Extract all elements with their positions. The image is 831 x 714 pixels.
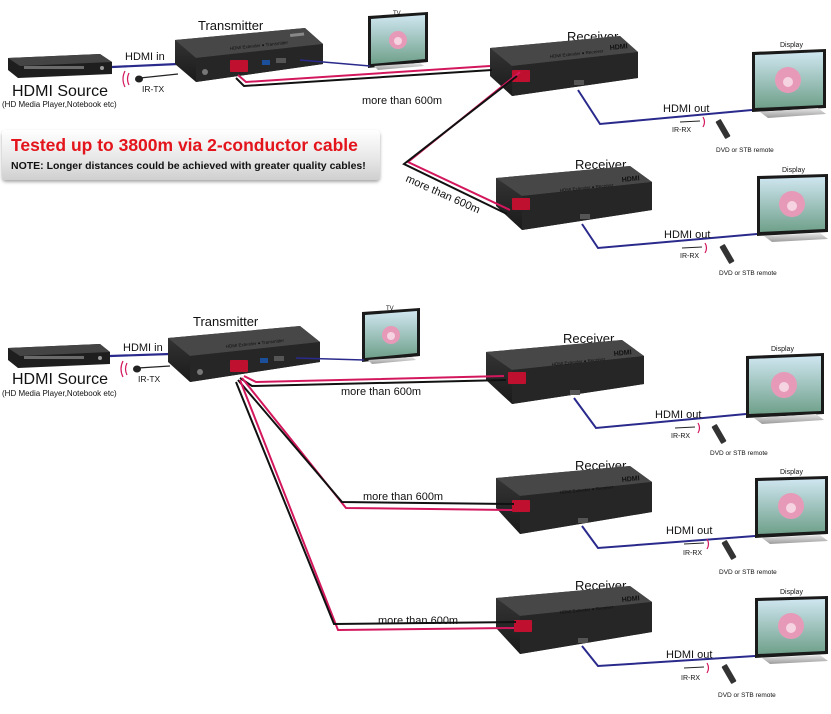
ir-rx-label-4: IR-RX [683, 550, 702, 557]
ir-rx-label-3: IR-RX [671, 433, 690, 440]
ir-rx-sensor-2 [681, 242, 735, 264]
display-2-label: Display [782, 167, 805, 174]
ir-tx-label-2: IR-TX [138, 374, 161, 384]
hdmi-out-cable-2 [581, 223, 758, 250]
hdmi-source-device-2 [8, 344, 110, 368]
hdmi-source-sublabel: (HD Media Player,Notebook etc) [2, 100, 117, 109]
distance-label-1: more than 600m [362, 95, 442, 107]
hdmi-out-cable-3 [573, 397, 747, 430]
hdmi-out-label-2: HDMI out [664, 229, 710, 241]
hdmi-out-label-3: HDMI out [655, 409, 701, 421]
receiver-4-panel-text: HDMI Extender ● Receiver [560, 484, 614, 495]
receiver-4-logo: HDMI [621, 475, 640, 484]
display-1 [752, 49, 826, 118]
ir-rx-sensor-1 [679, 116, 731, 139]
hdmi-out-cable-4 [581, 525, 756, 550]
twisted-pair-cables-top [235, 65, 521, 215]
receiver-4-device: HDMI HDMI Extender ● Receiver [496, 466, 652, 534]
ir-rx-label-2: IR-RX [680, 253, 699, 260]
display-3-label: Display [771, 346, 794, 353]
hdmi-out-cable-5 [581, 645, 756, 668]
transmitter-device: HDMI Extender ● Transmitter [175, 28, 323, 82]
ir-tx-label: IR-TX [142, 84, 165, 94]
diagram-top: HDMI Source (HD Media Player,Notebook et… [2, 11, 828, 277]
tv-label-2: TV [386, 306, 394, 312]
receiver-5-logo: HDMI [621, 595, 640, 604]
display-4-label: Display [780, 469, 803, 476]
receiver-1-device: HDMI HDMI Extender ● Receiver [490, 36, 638, 96]
display-4 [755, 476, 828, 544]
receiver-5-panel-text: HDMI Extender ● Receiver [560, 604, 614, 615]
hdmi-source-label-2: HDMI Source [12, 371, 108, 388]
remote-label-3: DVD or STB remote [710, 450, 768, 457]
banner-note: NOTE: Longer distances could be achieved… [11, 160, 366, 172]
ir-rx-label-1: IR-RX [672, 127, 691, 134]
ir-rx-label-5: IR-RX [681, 675, 700, 682]
ir-rx-sensor-4 [683, 538, 737, 560]
ir-tx-sensor-2 [120, 360, 171, 378]
distance-label-3: more than 600m [341, 386, 421, 398]
distance-label-5: more than 600m [378, 615, 458, 627]
hdmi-out-label-4: HDMI out [666, 525, 712, 537]
diagram-bottom: HDMI Source (HD Media Player,Notebook et… [2, 306, 828, 699]
hdmi-in-cable [111, 62, 179, 69]
display-5-label: Display [780, 589, 803, 596]
tv-display-2 [362, 308, 420, 364]
ir-rx-sensor-3 [674, 422, 727, 444]
hdmi-out-label-1: HDMI out [663, 103, 709, 115]
distance-label-4: more than 600m [363, 491, 443, 503]
remote-label-5: DVD or STB remote [718, 692, 776, 699]
receiver-2-panel-text: HDMI Extender ● Receiver [560, 182, 614, 193]
receiver-2-logo: HDMI [621, 175, 640, 184]
receiver-2-device: HDMI HDMI Extender ● Receiver [496, 166, 652, 230]
remote-label-1: DVD or STB remote [716, 147, 774, 154]
tv-display [368, 12, 428, 70]
tv-hdmi-cable [299, 59, 371, 67]
display-3 [746, 353, 824, 424]
transmitter-2-panel-text: HDMI Extender ● Transmitter [226, 338, 285, 349]
hdmi-in-cable-2 [109, 352, 171, 358]
receiver-1-logo: HDMI [609, 43, 628, 52]
ir-rx-sensor-5 [683, 662, 737, 684]
range-banner: Tested up to 3800m via 2-conductor cable… [2, 130, 380, 180]
transmitter-label: Transmitter [198, 18, 264, 33]
receiver-1-panel-text: HDMI Extender ● Receiver [550, 48, 604, 59]
hdmi-out-label-5: HDMI out [666, 649, 712, 661]
transmitter-device-2: HDMI Extender ● Transmitter [168, 326, 320, 382]
remote-label-4: DVD or STB remote [719, 569, 777, 576]
receiver-3-panel-text: HDMI Extender ● Receiver [552, 356, 606, 367]
transmitter-panel-text: HDMI Extender ● Transmitter [230, 40, 289, 51]
hdmi-in-label: HDMI in [125, 51, 165, 63]
hdmi-source-label: HDMI Source [12, 83, 108, 100]
hdmi-in-label-2: HDMI in [123, 342, 163, 354]
twisted-pair-cables-bottom [235, 375, 517, 632]
receiver-5-device: HDMI HDMI Extender ● Receiver [496, 586, 652, 654]
tv-label: TV [393, 11, 401, 17]
tv-hdmi-cable-2 [295, 357, 365, 361]
hdmi-source-device [8, 54, 112, 78]
transmitter-label-2: Transmitter [193, 314, 259, 329]
hdmi-out-cable-1 [577, 89, 753, 126]
banner-title: Tested up to 3800m via 2-conductor cable [11, 135, 358, 155]
display-5 [755, 596, 828, 664]
hdmi-source-sublabel-2: (HD Media Player,Notebook etc) [2, 389, 117, 398]
receiver-3-logo: HDMI [613, 349, 632, 358]
display-2 [757, 174, 828, 242]
remote-label-2: DVD or STB remote [719, 270, 777, 277]
ir-tx-sensor [122, 70, 179, 88]
display-1-label: Display [780, 42, 803, 49]
receiver-3-device: HDMI HDMI Extender ● Receiver [486, 340, 644, 404]
